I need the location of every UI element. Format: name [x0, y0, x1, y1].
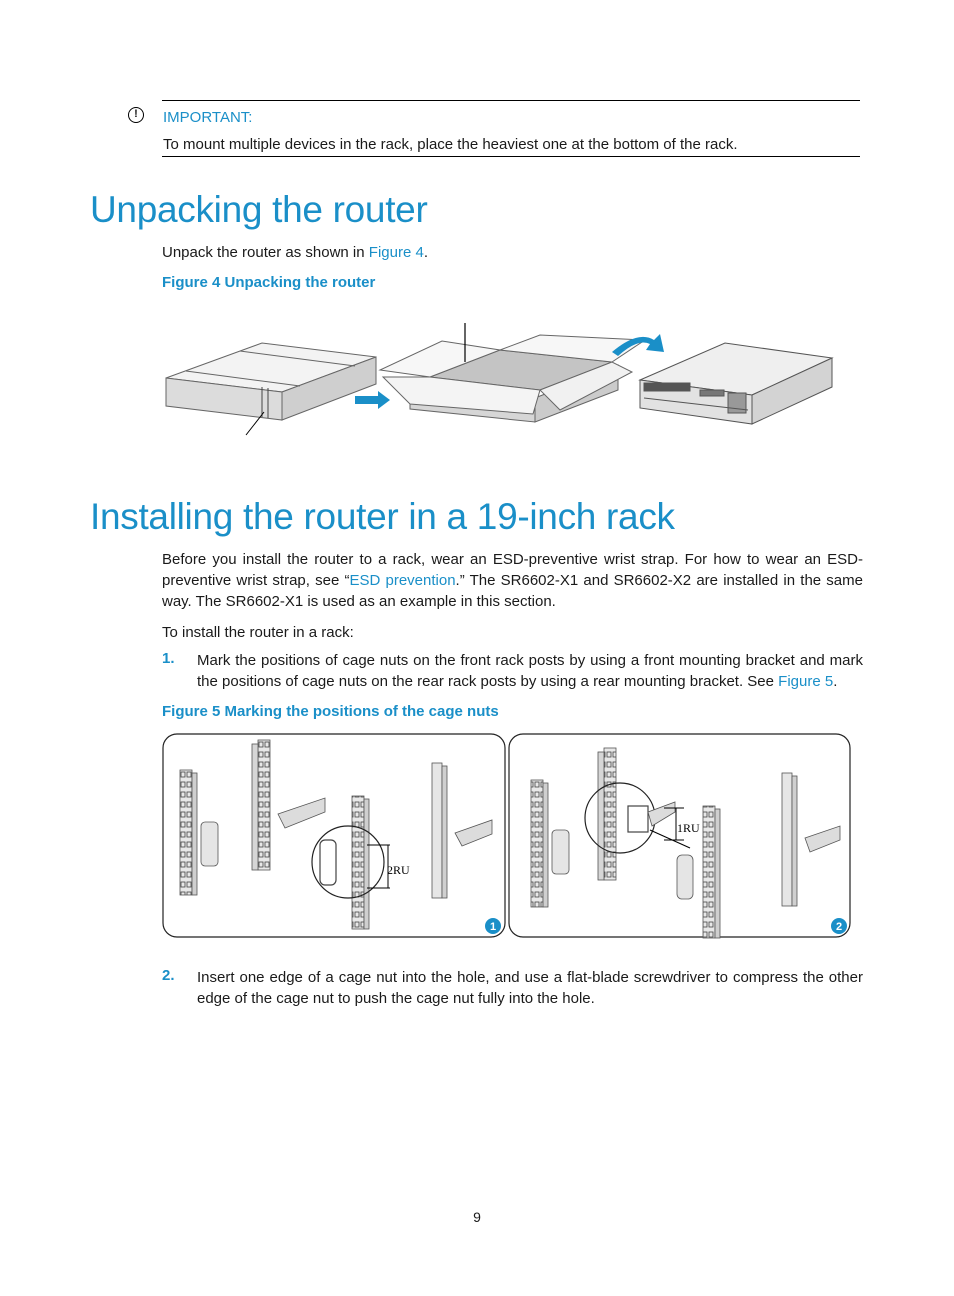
esd-text-suffix: .” The SR6602-X1 and SR6602-X2 are insta… [162, 572, 863, 610]
esd-paragraph: Before you install the router to a rack,… [162, 549, 863, 612]
dimension-label-2ru: 2RU [387, 863, 410, 877]
right-arrow-icon [355, 391, 390, 409]
curved-arrow-icon [612, 334, 664, 356]
figure-5-caption: Figure 5 Marking the positions of the ca… [162, 703, 499, 720]
router-device [638, 342, 834, 425]
zoom-circle-2 [584, 782, 656, 854]
figure-panel-1: 2RU 1 [162, 733, 506, 938]
step-1-number: 1. [162, 650, 175, 667]
note-top-rule [162, 100, 860, 101]
step-2-text: Insert one edge of a cage nut into the h… [197, 969, 863, 1007]
section-heading-unpacking: Unpacking the router [90, 189, 428, 230]
closed-box [165, 342, 377, 421]
important-label: IMPORTANT: [163, 109, 253, 126]
svg-text:2: 2 [836, 921, 842, 933]
figure-4-link[interactable]: Figure 4 [368, 244, 424, 261]
open-box [378, 334, 647, 423]
dimension-label-1ru: 1RU [677, 821, 700, 835]
step-badge-2-icon [831, 918, 847, 934]
figure-panel-2: 1RU 2 [508, 733, 851, 939]
closed-box-callout [245, 411, 265, 436]
esd-text-prefix: Before you install the router to a rack,… [162, 551, 863, 589]
step-1-text: Mark the positions of cage nuts on the f… [197, 650, 863, 692]
unpack-paragraph: Unpack the router as shown in Figure 4. [162, 242, 863, 263]
step-1-prefix: Mark the positions of cage nuts on the f… [197, 652, 863, 690]
figure-5-link[interactable]: Figure 5 [778, 673, 834, 690]
important-text: To mount multiple devices in the rack, p… [163, 136, 738, 153]
step-badge-1-icon [485, 918, 501, 934]
section-heading-installing: Installing the router in a 19-inch rack [90, 496, 675, 537]
svg-text:1: 1 [490, 921, 496, 933]
step-1-suffix: . [833, 673, 838, 690]
note-bottom-rule [162, 156, 860, 157]
figure-4-caption: Figure 4 Unpacking the router [162, 274, 376, 291]
zoom-circle-1 [311, 825, 385, 899]
page-number: 9 [473, 1209, 481, 1225]
esd-prevention-link[interactable]: ESD prevention [349, 572, 456, 589]
install-intro: To install the router in a rack: [162, 624, 354, 641]
figure-5-cage-nut-illustration: 2RU 1 1RU 2 [162, 733, 851, 939]
figure-4-unpacking-illustration [165, 323, 834, 436]
unpack-suffix: . [423, 244, 428, 261]
unpack-text: Unpack the router as shown in [162, 244, 369, 261]
step-2-number: 2. [162, 967, 175, 984]
important-icon: ! [128, 107, 144, 123]
